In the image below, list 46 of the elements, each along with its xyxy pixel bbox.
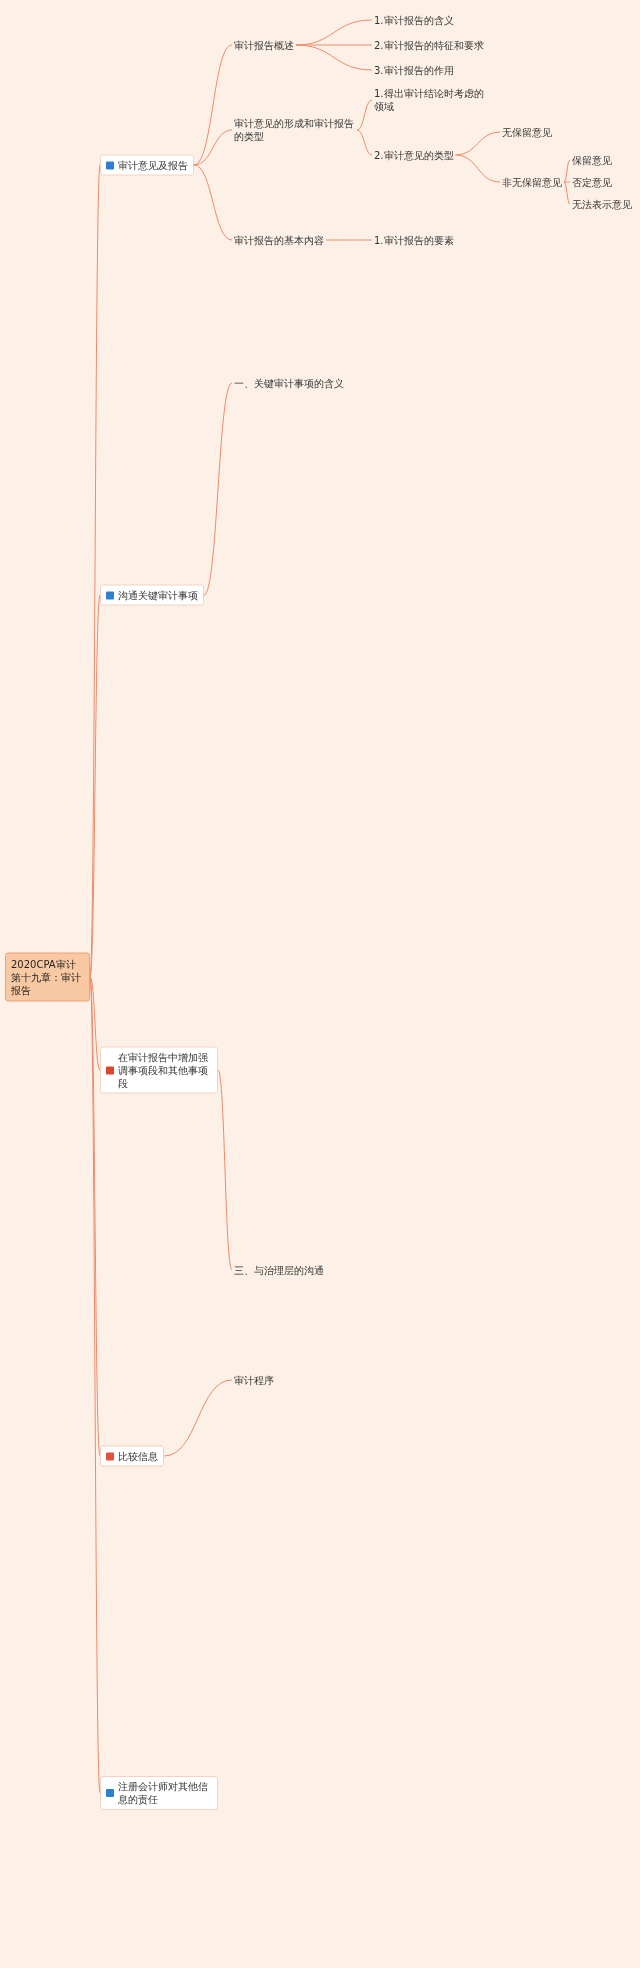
branch-line <box>203 382 233 596</box>
branch-topic-box <box>100 1776 218 1810</box>
branch-line <box>563 181 571 183</box>
subtopic-text: 3.审计报告的作用 <box>372 62 456 78</box>
branch-line <box>455 131 501 156</box>
branch-line <box>163 1379 233 1457</box>
branch-line <box>356 129 373 156</box>
branch-line <box>217 1069 233 1271</box>
subtopic-text: 2.审计报告的特征和要求 <box>372 37 486 53</box>
root-topic-box <box>5 952 90 1002</box>
subtopic-text: 审计意见的形成和审计报告的类型 <box>232 116 357 144</box>
branch-line <box>356 99 373 131</box>
branch-line <box>563 181 571 205</box>
subtopic-text: 1.审计报告的要素 <box>372 232 456 248</box>
branch-topic-box <box>100 584 204 606</box>
subtopic-text: 无法表示意见 <box>570 196 634 212</box>
subtopic-text: 审计报告的基本内容 <box>232 232 326 248</box>
branch-line <box>455 154 501 183</box>
branch-line <box>325 239 373 241</box>
subtopic-text: 非无保留意见 <box>500 174 564 190</box>
subtopic-text: 1.得出审计结论时考虑的领域 <box>372 86 488 114</box>
branch-line <box>89 594 101 978</box>
branch-topic-box <box>100 1046 218 1094</box>
subtopic-text: 无保留意见 <box>500 124 554 140</box>
subtopic-text: 1.审计报告的含义 <box>372 12 456 28</box>
subtopic-text: 审计程序 <box>232 1372 276 1388</box>
topic-text: 在审计报告中增加强调事项段和其他事项段 <box>118 1050 209 1090</box>
branch-line <box>89 976 101 1071</box>
branch-line <box>295 44 373 71</box>
branch-topic-box <box>100 154 194 176</box>
topic-text: 沟通关键审计事项 <box>118 588 198 602</box>
subtopic-text: 审计报告概述 <box>232 37 296 53</box>
subtopic-text: 否定意见 <box>570 174 614 190</box>
branch-line <box>193 44 233 166</box>
topic-text: 审计意见及报告 <box>118 158 188 172</box>
subtopic-text: 保留意见 <box>570 152 614 168</box>
topic-text: 比较信息 <box>118 1449 158 1463</box>
subtopic-text: 2.审计意见的类型 <box>372 147 456 163</box>
branch-line <box>563 159 571 183</box>
branch-topic-box <box>100 1445 164 1467</box>
branch-line <box>193 129 233 166</box>
topic-text: 注册会计师对其他信息的责任 <box>118 1780 209 1806</box>
branch-line <box>193 164 233 241</box>
topic-text: 2020CPA审计第十九章：审计报告 <box>11 958 81 996</box>
subtopic-text: 一、关键审计事项的含义 <box>232 375 346 391</box>
subtopic-text: 三、与治理层的沟通 <box>232 1262 326 1278</box>
